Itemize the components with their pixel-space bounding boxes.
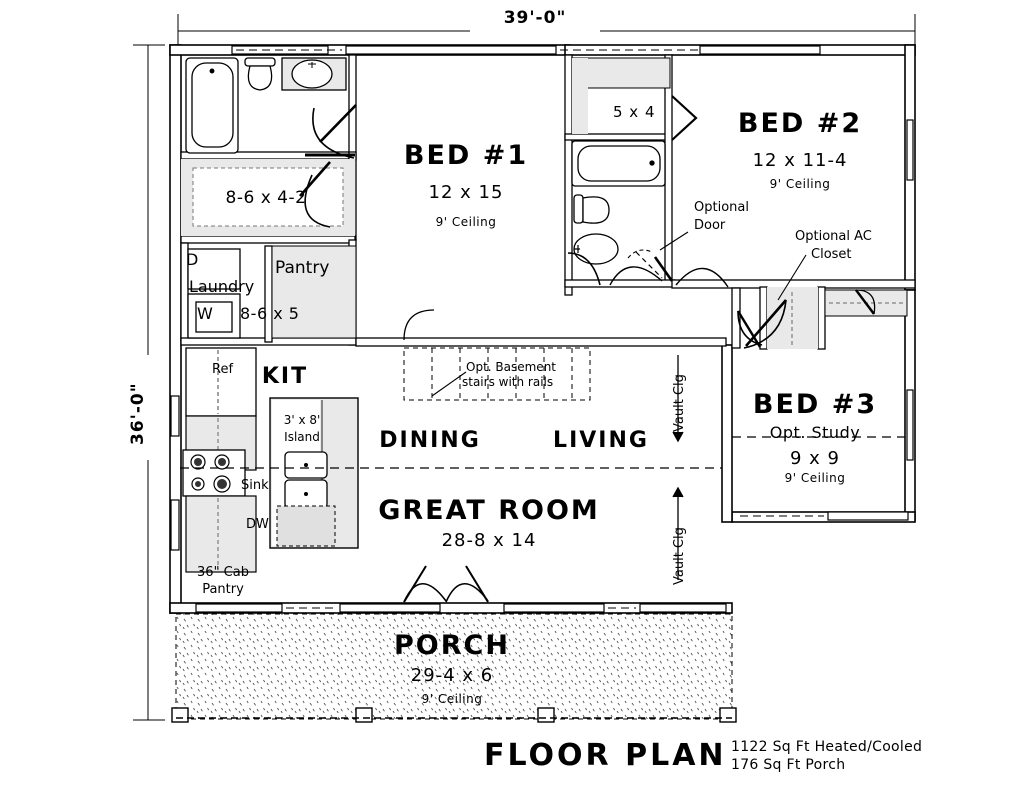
bath1-fixtures <box>185 57 347 154</box>
vault-ceiling-label-upper: Vault Clg <box>672 374 687 432</box>
room-size-porch: 29-4 x 6 <box>410 665 494 686</box>
optional-door-label-line1: Optional <box>694 200 749 215</box>
basement-stairs-label-line2: stairs with rails <box>462 375 554 389</box>
sink-label: Sink <box>241 478 269 493</box>
room-ceiling-porch: 9' Ceiling <box>421 692 483 706</box>
room-sublabel-bed3: Opt. Study <box>769 423 861 442</box>
basement-stairs-label-line1: Opt. Basement <box>466 360 556 374</box>
interior-walls <box>180 54 916 350</box>
room-label-porch: PORCH <box>394 630 510 661</box>
dimension-lines <box>133 14 916 721</box>
roof-overhang-lines <box>236 49 824 609</box>
laundry-size-label: 8-6 x 5 <box>240 304 300 323</box>
island-label: Island <box>284 430 320 444</box>
optional-ac-closet-label-line1: Optional AC <box>795 229 872 244</box>
island-size-label: 3' x 8' <box>283 413 321 427</box>
area-heated-cooled: 1122 Sq Ft Heated/Cooled <box>731 739 923 755</box>
cab-pantry-label-line2: Pantry <box>202 582 244 597</box>
ceiling-break-lines <box>180 436 905 469</box>
closet-size-label-5x4: 5 x 4 <box>613 103 656 121</box>
room-size-bed3: 9 x 9 <box>790 448 840 469</box>
overall-depth-dimension: 36'-0" <box>128 382 148 445</box>
laundry-label: Laundry <box>189 277 255 296</box>
bath2-fixtures <box>571 140 666 265</box>
room-label-bed1: BED #1 <box>403 140 529 171</box>
washer-label: W <box>197 304 213 323</box>
room-label-great-room: GREAT ROOM <box>378 495 600 526</box>
room-label-bed2: BED #2 <box>737 108 863 139</box>
cab-pantry-label-line1: 36" Cab <box>197 565 249 580</box>
room-size-bed2: 12 x 11-4 <box>752 150 848 171</box>
pantry-label: Pantry <box>275 258 330 278</box>
dishwasher-label: DW <box>246 517 269 532</box>
entry-doors <box>403 565 489 603</box>
dryer-label: D <box>186 250 199 269</box>
room-ceiling-bed3: 9' Ceiling <box>784 471 846 485</box>
vault-ceiling-label-lower: Vault Clg <box>672 527 687 585</box>
porch-area <box>171 613 737 723</box>
door-swings <box>299 95 876 349</box>
room-ceiling-bed1: 9' Ceiling <box>435 215 497 229</box>
bath1-size-label: 8-6 x 4-2 <box>225 188 307 208</box>
area-porch: 176 Sq Ft Porch <box>731 757 846 773</box>
page-title: FLOOR PLAN <box>484 738 727 773</box>
windows <box>170 45 914 613</box>
leader-lines <box>431 231 807 397</box>
zone-label-dining: DINING <box>379 428 481 453</box>
kitchen-fixtures <box>182 347 359 573</box>
room-label-bed3: BED #3 <box>752 389 878 420</box>
optional-door-label-line2: Door <box>694 218 726 233</box>
optional-basement-stairs <box>403 347 591 401</box>
refrigerator-label: Ref <box>212 362 234 377</box>
zone-label-kitchen: KIT <box>261 364 309 389</box>
room-ceiling-bed2: 9' Ceiling <box>769 177 831 191</box>
closet-shelving <box>181 57 908 349</box>
optional-ac-closet-label-line2: Closet <box>811 247 852 262</box>
zone-label-living: LIVING <box>553 428 649 453</box>
vault-ceiling-arrows <box>672 355 684 580</box>
room-size-great-room: 28-8 x 14 <box>441 530 537 551</box>
laundry-fixtures <box>187 248 241 339</box>
overall-width-dimension: 39'-0" <box>503 8 567 28</box>
room-size-bed1: 12 x 15 <box>428 182 504 203</box>
